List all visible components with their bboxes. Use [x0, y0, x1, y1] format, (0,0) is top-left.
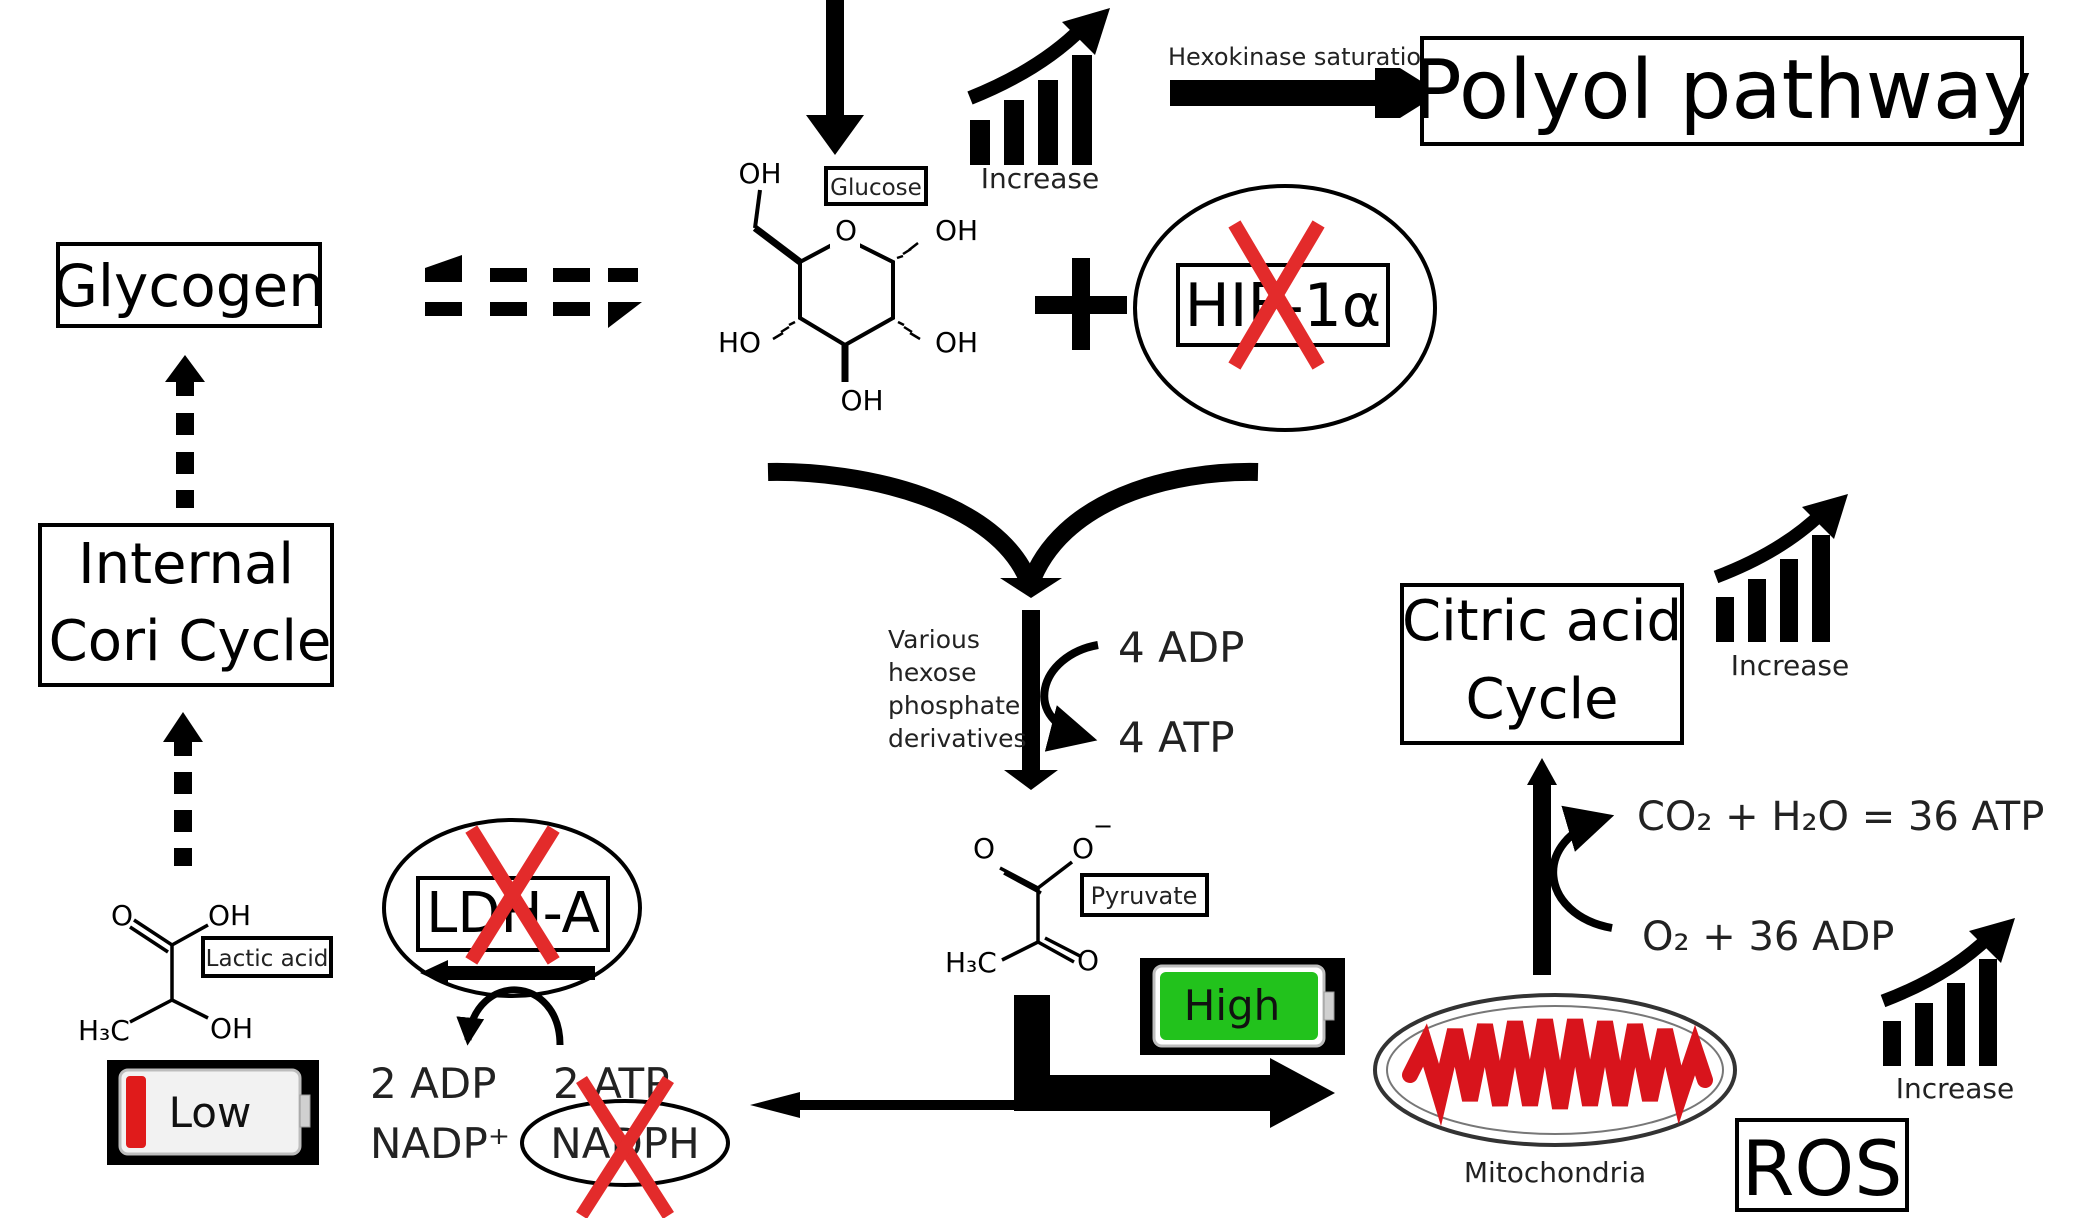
lactic-o: O — [111, 899, 133, 932]
lactate-to-cori-dashed-arrow — [163, 712, 203, 866]
mitochondria-cristae — [1402, 1018, 1713, 1127]
plus-icon — [1035, 258, 1127, 350]
glucose-to-glycogen-dashed-arrow — [425, 255, 642, 328]
pyruvate-o-bottom: O — [1077, 944, 1099, 977]
hif-1a-inhibited: HIF-1α — [1133, 184, 1437, 432]
glucose-hashed-bonds — [772, 242, 921, 341]
increase-chart-icon — [967, 8, 1110, 165]
lactic-acid-label-box: Lactic acid — [201, 936, 333, 978]
glucose-ring-o: O — [835, 214, 857, 247]
pyruvate-label: Pyruvate — [1091, 882, 1198, 910]
glycogen-label: Glycogen — [53, 252, 325, 320]
various-line-3: phosphate — [888, 691, 1020, 720]
pyruvate-o-minus: O — [1072, 832, 1094, 865]
ros-box: ROS — [1735, 1118, 1909, 1213]
pyruvate-branch-arrows — [750, 995, 1335, 1128]
nadp-label: NADP⁺ — [370, 1119, 510, 1168]
mitochondria-icon — [1373, 993, 1737, 1147]
hexokinase-arrow — [1170, 68, 1440, 118]
battery-low-label: Low — [169, 1088, 252, 1137]
glucose-input-arrow — [806, 0, 864, 155]
increase-label-top: Increase — [981, 162, 1100, 195]
polyol-pathway-label: Polyol pathway — [1412, 43, 2031, 138]
glucose-oh-top: OH — [738, 157, 781, 190]
pyruvate-minus-sign: − — [1093, 812, 1113, 840]
various-line-2: hexose — [888, 658, 977, 687]
citric-acid-box: Citric acid Cycle — [1400, 583, 1684, 745]
glycogen-box: Glycogen — [53, 242, 325, 328]
battery-high-fill — [1160, 972, 1318, 1040]
lactic-acid-molecule — [129, 918, 209, 1024]
lactic-oh-top: OH — [208, 899, 251, 932]
battery-low-fill — [126, 1076, 146, 1148]
glycolysis-arrow — [1004, 610, 1099, 790]
hexokinase-label: Hexokinase saturation — [1168, 43, 1436, 71]
nadph-cross-icon — [576, 1076, 674, 1218]
pyruvate-label-box: Pyruvate — [1080, 873, 1209, 917]
glucose-oh-right-bottom: OH — [935, 326, 978, 359]
lactic-oh-bottom: OH — [210, 1012, 253, 1045]
battery-high-label: High — [1184, 981, 1281, 1030]
citric-acid-line-1: Citric acid — [1402, 589, 1682, 654]
ldh-a-inhibited: LDH-A — [382, 818, 642, 998]
increase-label-citric: Increase — [1731, 649, 1850, 682]
various-line-1: Various — [888, 625, 980, 654]
glucose-label: Glucose — [830, 175, 922, 201]
lactic-acid-label: Lactic acid — [206, 946, 329, 972]
pyruvate-h3c: H₃C — [945, 946, 997, 979]
increase-label-ros: Increase — [1896, 1072, 2015, 1105]
o2-equation: O₂ + 36 ADP — [1642, 914, 1894, 960]
polyol-pathway-box: Polyol pathway — [1412, 36, 2032, 146]
cori-line-1: Internal — [78, 532, 294, 597]
cori-line-2: Cori Cycle — [49, 609, 332, 674]
adp-4-label: 4 ADP — [1118, 623, 1244, 672]
glucose-oh-bottom: OH — [840, 384, 883, 417]
pyruvate-o-left: O — [973, 832, 995, 865]
mitochondria-label: Mitochondria — [1464, 1156, 1646, 1189]
converging-arrow — [767, 462, 1259, 598]
glucose-oh-right-top: OH — [935, 214, 978, 247]
various-line-4: derivatives — [888, 724, 1027, 753]
glucose-ho-left: HO — [718, 326, 761, 359]
glucose-molecule — [752, 189, 895, 382]
ros-label: ROS — [1742, 1124, 1903, 1213]
increase-chart-icon-citric — [1713, 494, 1848, 642]
citric-acid-line-2: Cycle — [1465, 667, 1618, 732]
citric-cycle-arrow — [1527, 758, 1615, 975]
hif-cross-icon — [1228, 220, 1325, 370]
pyruvate-molecule — [999, 860, 1081, 964]
glucose-label-box: Glucose — [824, 166, 928, 206]
battery-high: High — [1140, 958, 1345, 1055]
increase-chart-icon-ros — [1880, 918, 2015, 1066]
co2-equation: CO₂ + H₂O = 36 ATP — [1637, 794, 2044, 840]
cori-cycle-box: Internal Cori Cycle — [38, 523, 334, 687]
ldh-cross-icon — [465, 825, 560, 965]
battery-low: Low — [107, 1060, 319, 1165]
adp-2-label: 2 ADP — [370, 1059, 496, 1108]
cori-to-glycogen-dashed-arrow — [165, 355, 205, 508]
lactic-h3c: H₃C — [78, 1014, 130, 1047]
atp-4-label: 4 ATP — [1118, 713, 1235, 762]
ldh-reaction-arrows — [420, 960, 595, 1046]
nadph-inhibited: NADPH — [520, 1076, 730, 1218]
